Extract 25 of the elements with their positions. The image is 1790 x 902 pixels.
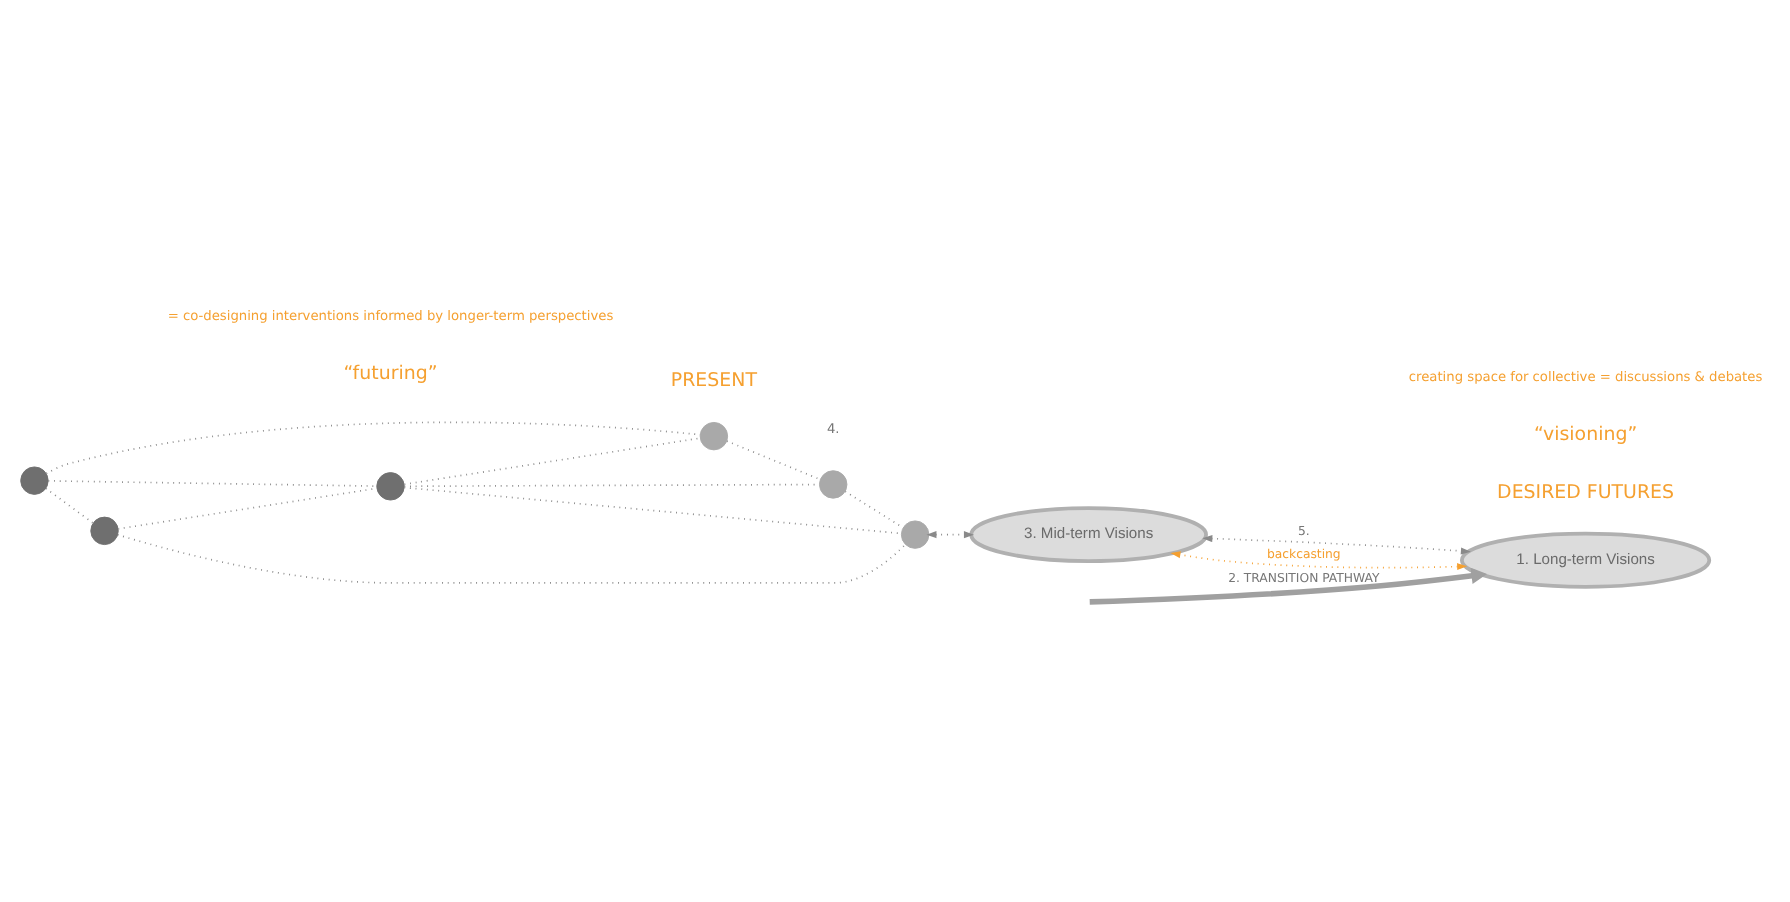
connector bbox=[117, 487, 378, 530]
arrow bbox=[1089, 567, 1487, 605]
node-ellipse: 3. Mid-term Visions bbox=[969, 506, 1208, 564]
label: “visioning” bbox=[1533, 423, 1638, 446]
connector bbox=[726, 440, 821, 481]
node-circle bbox=[819, 470, 848, 499]
label: “futuring” bbox=[343, 363, 438, 386]
label: DESIRED FUTURES bbox=[1497, 481, 1675, 504]
arrow bbox=[1202, 535, 1471, 555]
node-circle bbox=[376, 472, 405, 501]
connector bbox=[403, 483, 820, 488]
connector bbox=[403, 437, 701, 486]
connector bbox=[47, 480, 378, 487]
connector bbox=[45, 487, 94, 524]
connector bbox=[45, 421, 701, 475]
node-circle bbox=[900, 520, 930, 549]
connector bbox=[403, 486, 903, 535]
label: PRESENT bbox=[670, 369, 757, 392]
connector bbox=[116, 533, 907, 584]
arrow bbox=[926, 531, 974, 539]
connector bbox=[844, 490, 904, 529]
arrow bbox=[1170, 551, 1468, 571]
node-circle bbox=[699, 421, 729, 451]
node-circle bbox=[90, 516, 119, 546]
node-circle bbox=[20, 466, 49, 495]
